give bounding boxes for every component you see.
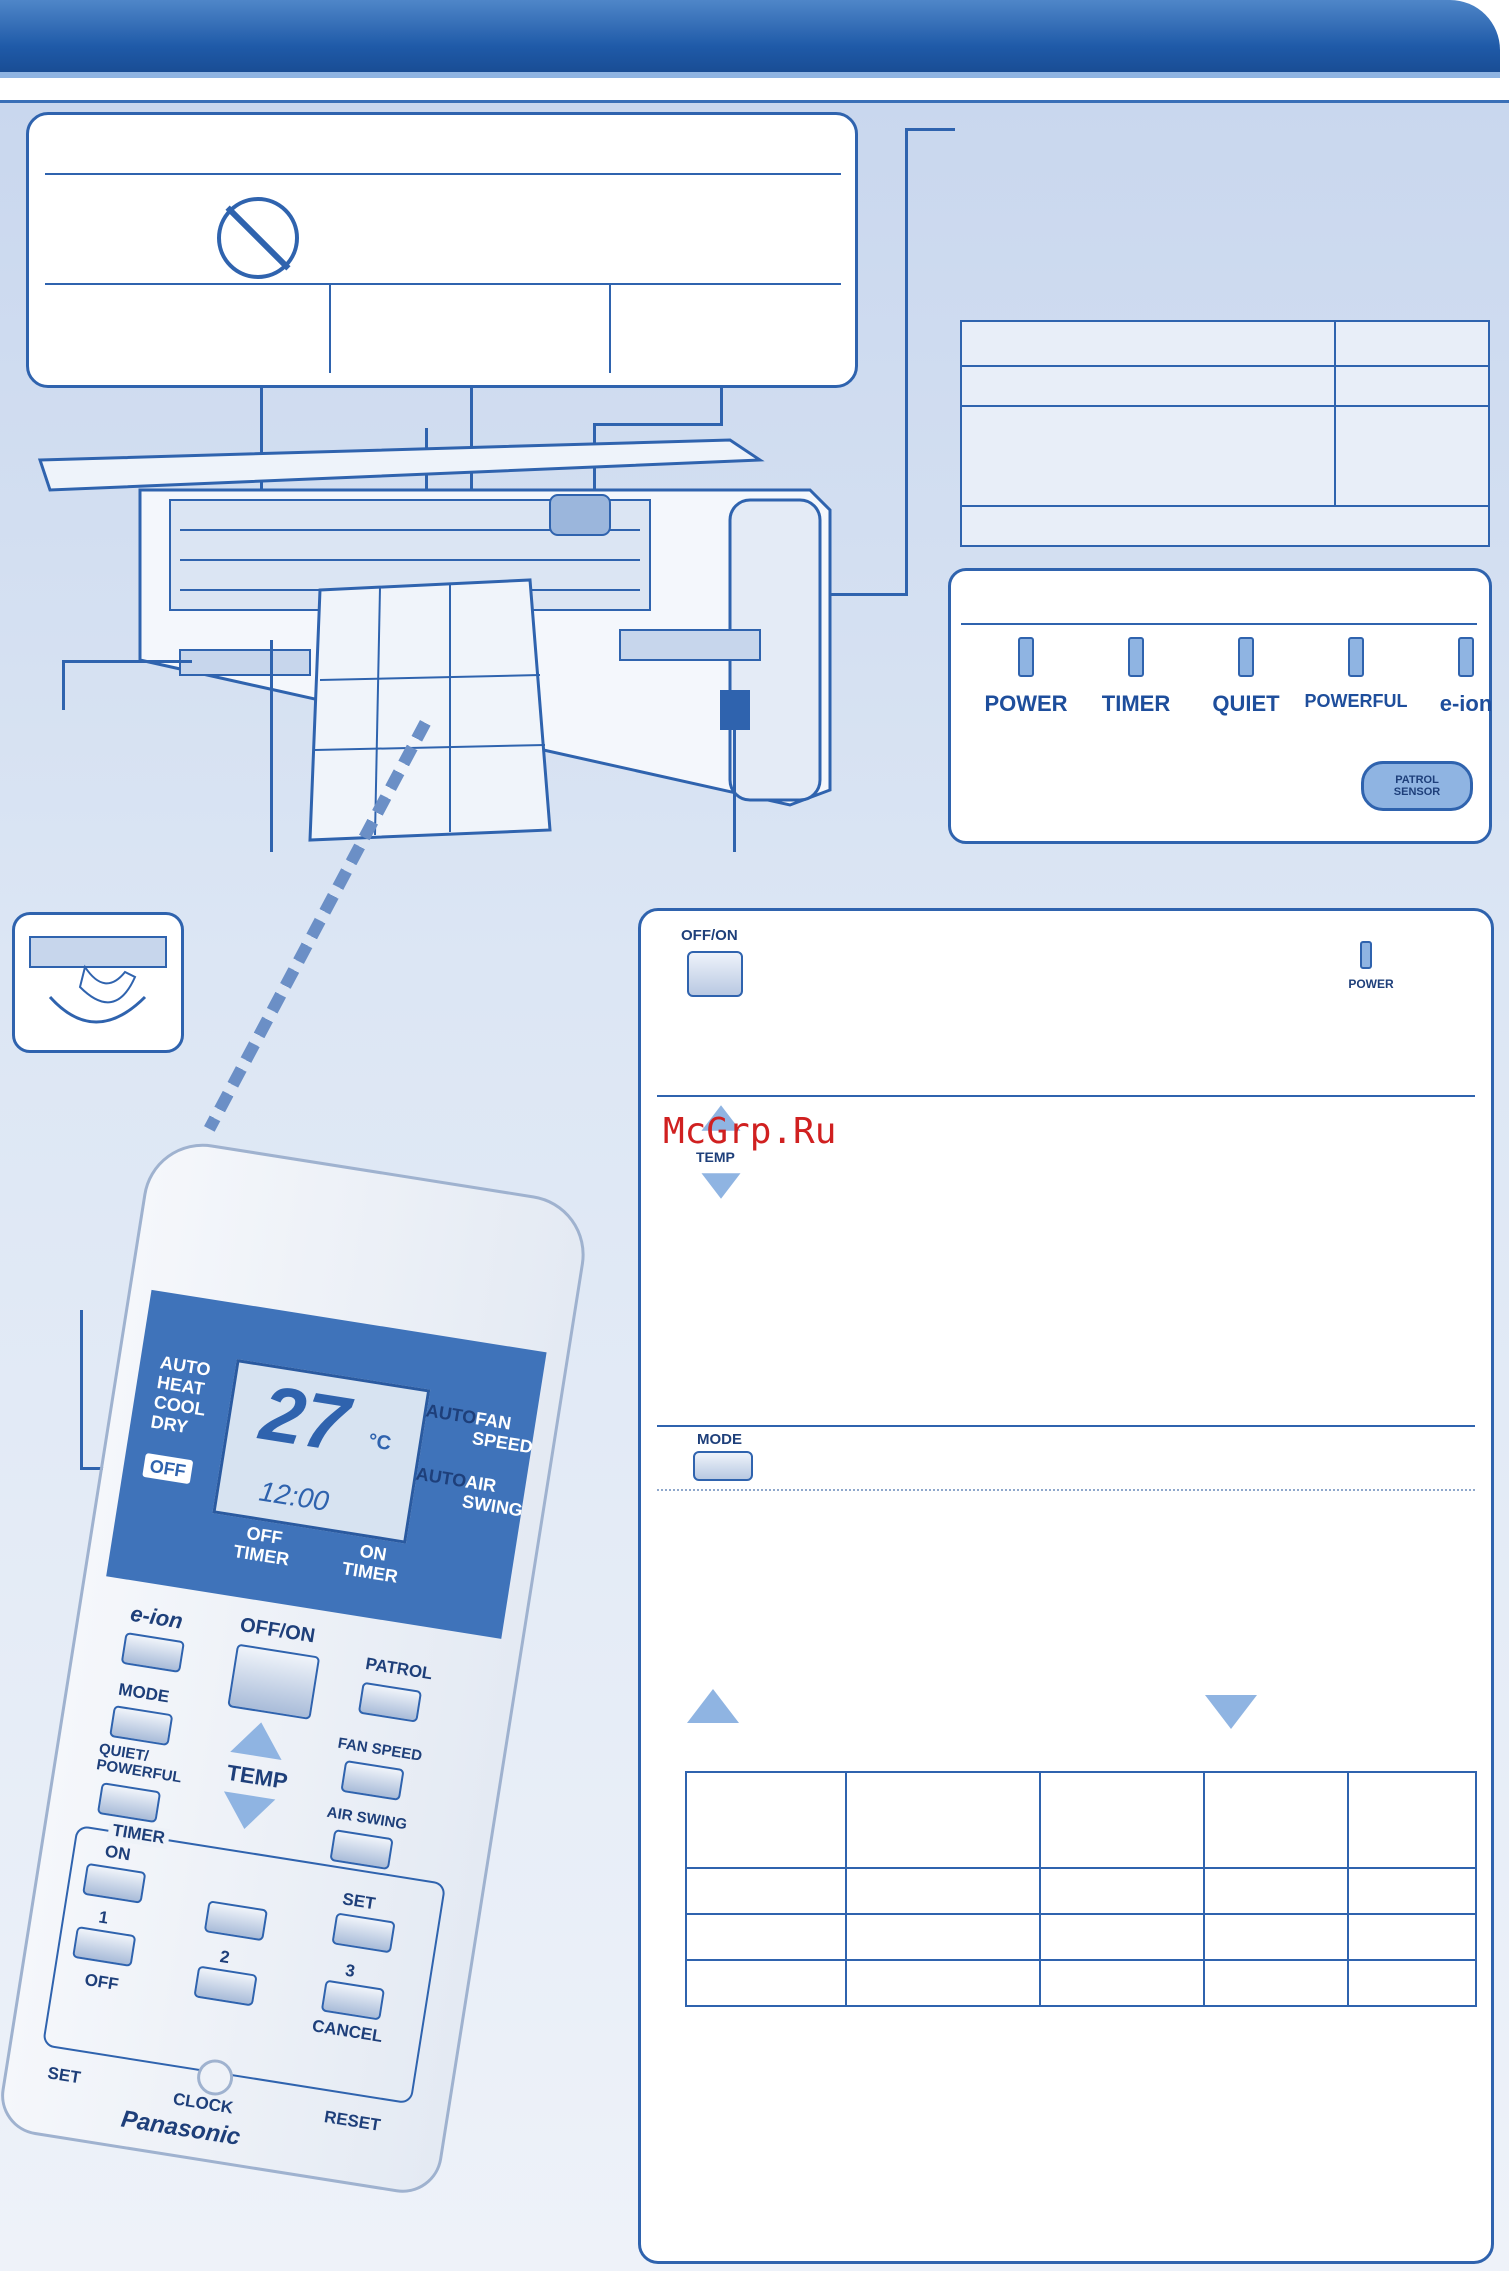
patrol-sensor-label: PATROL SENSOR xyxy=(1393,774,1441,798)
mode-button[interactable] xyxy=(109,1705,174,1747)
divider xyxy=(657,1095,1475,1097)
mode-btn-label: MODE xyxy=(117,1679,171,1707)
patrol-btn-label: PATROL xyxy=(364,1654,434,1684)
quiet-led xyxy=(1238,637,1254,677)
on-timer-label: ON TIMER xyxy=(340,1540,400,1587)
leader-line xyxy=(905,128,955,131)
mode-legend-label: MODE xyxy=(697,1431,742,1448)
watermark: McGrp.Ru xyxy=(663,1111,837,1152)
timer-indicator-label: TIMER xyxy=(1101,691,1171,716)
swing-auto: AUTO xyxy=(414,1463,468,1492)
reset-label: RESET xyxy=(322,2107,382,2135)
on-timer-button[interactable] xyxy=(82,1862,147,1904)
fan-auto: AUTO xyxy=(424,1400,478,1429)
offon-btn-label: OFF/ON xyxy=(238,1613,317,1648)
fan-speed-label: FAN SPEED xyxy=(470,1408,535,1458)
temp-legend-label: TEMP xyxy=(696,1149,735,1165)
offon-legend-button xyxy=(687,951,743,997)
set-btn-label: SET xyxy=(341,1889,377,1914)
timer-down-button[interactable] xyxy=(193,1965,258,2007)
patrol-button[interactable] xyxy=(357,1681,423,1723)
info-table xyxy=(960,320,1490,547)
eion-led xyxy=(1458,637,1474,677)
divider xyxy=(329,285,331,373)
temp-btn-label: TEMP xyxy=(225,1759,290,1794)
leader-line xyxy=(270,640,273,852)
one-label: 1 xyxy=(97,1907,110,1928)
offon-button[interactable] xyxy=(227,1643,321,1720)
divider xyxy=(45,173,841,175)
power-blink-label: POWER xyxy=(1348,977,1394,991)
power-blink-icon xyxy=(1341,941,1391,969)
cancel-label: CANCEL xyxy=(310,2016,384,2047)
fan-speed-button[interactable] xyxy=(340,1759,405,1801)
divider xyxy=(45,283,841,285)
off-timer-label: OFF TIMER xyxy=(232,1522,291,1570)
two-label: 2 xyxy=(218,1946,231,1968)
on-label: ON xyxy=(103,1841,132,1865)
quiet-powerful-btn-label: QUIET/ POWERFUL xyxy=(95,1740,183,1787)
remote-display-area: AUTO HEAT COOL DRY OFF 27 °C 12:00 AUTO … xyxy=(106,1289,547,1639)
temp-down-legend xyxy=(701,1173,741,1199)
off-label: OFF xyxy=(83,1970,120,1995)
leader-line xyxy=(593,423,723,426)
offon-legend-label: OFF/ON xyxy=(681,927,738,944)
temp-unit: °C xyxy=(366,1429,393,1456)
dotted-divider xyxy=(657,1489,1475,1491)
leader-line xyxy=(720,385,723,425)
leader-line xyxy=(62,660,192,663)
air-swing-button[interactable] xyxy=(329,1829,394,1871)
timer-cancel-button[interactable] xyxy=(320,1979,386,2021)
set-label: SET xyxy=(46,2063,82,2088)
timer-led xyxy=(1128,637,1144,677)
hand-flap-icon xyxy=(29,936,167,1024)
power-indicator-label: POWER xyxy=(984,691,1068,716)
timer-1-button[interactable] xyxy=(72,1926,137,1968)
mode-table xyxy=(685,1771,1477,2007)
divider xyxy=(657,1425,1475,1427)
instructions-panel: OFF/ON POWER TEMP McGrp.Ru MODE xyxy=(638,908,1494,2264)
leader-line xyxy=(62,660,65,710)
leader-line xyxy=(260,385,263,515)
header-bar xyxy=(0,0,1500,78)
air-swing-label: AIR SWING xyxy=(460,1471,525,1521)
divider xyxy=(961,623,1477,625)
temp-down-button[interactable] xyxy=(218,1791,276,1834)
eion-indicator-label: e-ion xyxy=(1439,691,1493,716)
divider xyxy=(609,285,611,373)
mode-legend-button xyxy=(693,1451,753,1481)
power-led xyxy=(1018,637,1034,677)
leader-line xyxy=(80,1310,83,1470)
leader-line xyxy=(905,128,908,596)
temp-up-button[interactable] xyxy=(230,1718,287,1760)
three-label: 3 xyxy=(344,1960,357,1981)
patrol-sensor: PATROL SENSOR xyxy=(1361,761,1473,811)
prohibition-icon xyxy=(217,197,299,279)
eion-btn-label: e-ion xyxy=(128,1600,185,1634)
indicator-panel: POWER TIMER QUIET POWERFUL e-ion PATROL … xyxy=(948,568,1492,844)
leader-line xyxy=(733,700,736,852)
quiet-indicator-label: QUIET xyxy=(1212,691,1280,716)
lcd-screen: 27 °C 12:00 xyxy=(212,1359,431,1544)
timer-up-button[interactable] xyxy=(203,1900,268,1942)
timer-set-button[interactable] xyxy=(331,1912,396,1954)
temp-readout: 27 xyxy=(254,1368,355,1469)
off-badge: OFF xyxy=(142,1452,194,1485)
clock-readout: 12:00 xyxy=(257,1475,332,1517)
indoor-unit-illustration xyxy=(37,438,832,842)
flap-adjust-box xyxy=(12,912,184,1053)
up-arrow-icon xyxy=(687,1689,739,1723)
eion-button[interactable] xyxy=(120,1631,185,1673)
down-arrow-icon xyxy=(1205,1695,1257,1729)
caution-box xyxy=(26,112,858,388)
quiet-powerful-button[interactable] xyxy=(96,1782,162,1824)
temp-up-legend xyxy=(701,1105,741,1131)
powerful-led xyxy=(1348,637,1364,677)
powerful-indicator-label: POWERFUL xyxy=(1304,691,1408,711)
